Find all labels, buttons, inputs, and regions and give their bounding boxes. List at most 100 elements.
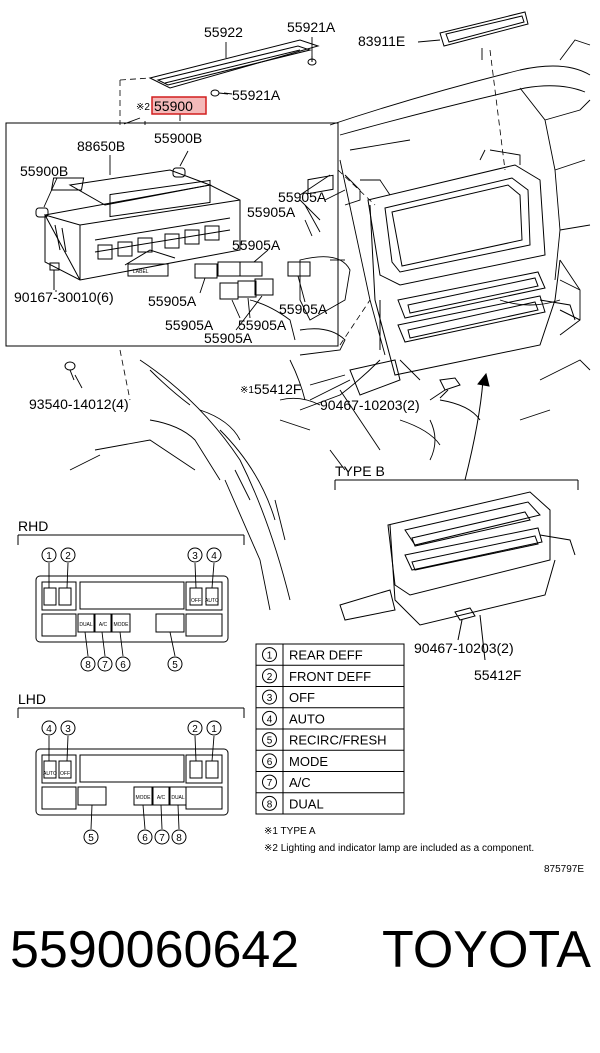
- rhd-btn-ac-text: A/C: [99, 622, 108, 628]
- label-55905a-4: 55905A: [148, 293, 197, 309]
- section-lhd: LHD: [18, 691, 46, 707]
- lhd-callouts: [41, 720, 222, 845]
- lhd-btn-dual-text: DUAL: [171, 795, 185, 801]
- rhd-callout-bottom-4: 5: [172, 660, 178, 671]
- section-type-b: TYPE B: [335, 463, 385, 479]
- legend-num-8: 8: [267, 799, 273, 810]
- label-55922: 55922: [204, 24, 243, 40]
- screw-90167: [49, 262, 60, 290]
- legend-text-8: DUAL: [289, 796, 324, 811]
- lhd-callout-top-4: 1: [211, 724, 217, 735]
- lhd-callout-bottom-2: 6: [142, 833, 148, 844]
- legend-num-6: 6: [267, 757, 273, 768]
- legend-num-7: 7: [267, 778, 273, 789]
- dashed-reference-lines: [119, 49, 506, 401]
- lhd-callout-leaders: [48, 735, 215, 830]
- label-55900b-right: 55900B: [154, 130, 202, 146]
- label-55900-prefix: ※2: [136, 102, 150, 113]
- label-55905a-2: 55905A: [247, 204, 296, 220]
- label-55905a-8: 55905A: [204, 330, 253, 346]
- legend-text-3: OFF: [289, 690, 315, 705]
- clip-90467-top: [439, 377, 461, 399]
- lhd-btn-ac-text: A/C: [157, 795, 166, 801]
- label-55905a-6: 55905A: [165, 317, 214, 333]
- label-83911e: 83911E: [358, 33, 405, 49]
- part-number-labels: 55922 55921A 83911E 55921A ※2 55900 8865…: [14, 19, 521, 683]
- clip-55921a-top: [307, 56, 317, 66]
- lhd-panel: [35, 748, 229, 816]
- rhd-btn-auto-text: AUTO: [205, 598, 219, 604]
- legend-num-5: 5: [267, 736, 273, 747]
- bottom-caption: 5590060642 TOYOTA: [10, 905, 595, 995]
- legend-text-5: RECIRC/FRESH: [289, 733, 387, 748]
- lhd-callout-bottom-1: 5: [88, 833, 94, 844]
- legend-text-1: REAR DEFF: [289, 648, 363, 663]
- legend-num-3: 3: [267, 693, 273, 704]
- label-90467-top: 90467-10203(2): [320, 397, 420, 413]
- trim-panel-83911e: [439, 11, 529, 47]
- hvac-control-unit: [43, 169, 241, 281]
- console-bracket-type-b: [339, 491, 576, 661]
- lhd-callout-bottom-4: 8: [176, 833, 182, 844]
- clip-55900b-left: [35, 207, 49, 218]
- lhd-btn-off-text: OFF: [60, 771, 70, 777]
- caption-part-number: 5590060642: [10, 921, 300, 979]
- lhd-btn-mode-text: MODE: [136, 795, 152, 801]
- legend-num-4: 4: [267, 714, 273, 725]
- label-55900b-left: 55900B: [20, 163, 68, 179]
- label-55905a-1: 55905A: [278, 189, 327, 205]
- lhd-callout-top-1: 4: [46, 724, 52, 735]
- control-unit-label-tag: LABEL: [133, 269, 149, 275]
- dashboard-outline: [69, 39, 591, 611]
- rhd-callouts: [41, 547, 222, 672]
- rhd-btn-dual-text: DUAL: [79, 622, 93, 628]
- section-rhd: RHD: [18, 518, 48, 534]
- leader-lines: [74, 37, 483, 401]
- label-55921a-top: 55921A: [287, 19, 336, 35]
- label-55905a-5: 55905A: [279, 301, 328, 317]
- rhd-callout-bottom-2: 7: [102, 660, 108, 671]
- center-console: [349, 164, 581, 396]
- label-90167: 90167-30010(6): [14, 289, 114, 305]
- legend-text-4: AUTO: [289, 711, 325, 726]
- rhd-callout-top-3: 3: [192, 551, 198, 562]
- callout-arrow: [464, 379, 484, 481]
- label-55921a-mid: 55921A: [232, 87, 281, 103]
- legend-text-7: A/C: [289, 775, 311, 790]
- label-55412f-prefix: ※1: [240, 385, 254, 396]
- rhd-btn-off-text: OFF: [191, 598, 201, 604]
- control-unit-inset-box: [5, 122, 339, 347]
- caption-brand: TOYOTA: [382, 921, 591, 979]
- clip-55921a-mid: [210, 89, 229, 97]
- diagram-code: 875797E: [544, 864, 584, 875]
- label-55412f-type-b: 55412F: [474, 667, 521, 683]
- type-b-outline: [334, 479, 579, 490]
- rhd-callout-bottom-3: 6: [120, 660, 126, 671]
- rhd-callout-top-1: 1: [46, 551, 52, 562]
- legend-num-2: 2: [267, 672, 273, 683]
- screw-93540: [64, 361, 76, 381]
- legend: 1 2 3 4 5 6 7 8 REAR DEFF FRONT DEFF OFF…: [262, 647, 387, 811]
- clip-55900b-right: [172, 167, 186, 178]
- lhd-btn-auto-text: AUTO: [43, 771, 57, 777]
- button-caps-55905a: [194, 174, 334, 300]
- rhd-outline: [17, 534, 245, 545]
- legend-text-6: MODE: [289, 754, 328, 769]
- rhd-callout-leaders: [48, 562, 215, 657]
- label-88650b: 88650B: [77, 138, 125, 154]
- rhd-callout-top-2: 2: [65, 551, 71, 562]
- lhd-callout-bottom-3: 7: [159, 833, 165, 844]
- note-lighting: ※2 Lighting and indicator lamp are inclu…: [264, 843, 534, 854]
- label-93540: 93540-14012(4): [29, 396, 129, 412]
- label-55900: 55900: [154, 98, 193, 114]
- lhd-callout-top-3: 2: [192, 724, 198, 735]
- label-90467-type-b: 90467-10203(2): [414, 640, 514, 656]
- label-55905a-3: 55905A: [232, 237, 281, 253]
- lhd-outline: [17, 707, 245, 718]
- note-type-a: ※1 TYPE A: [264, 826, 316, 837]
- inset-leader-lines: [43, 150, 321, 331]
- center-trim-strip: [148, 39, 320, 89]
- highlight-55900: [151, 96, 207, 115]
- legend-num-1: 1: [267, 651, 273, 662]
